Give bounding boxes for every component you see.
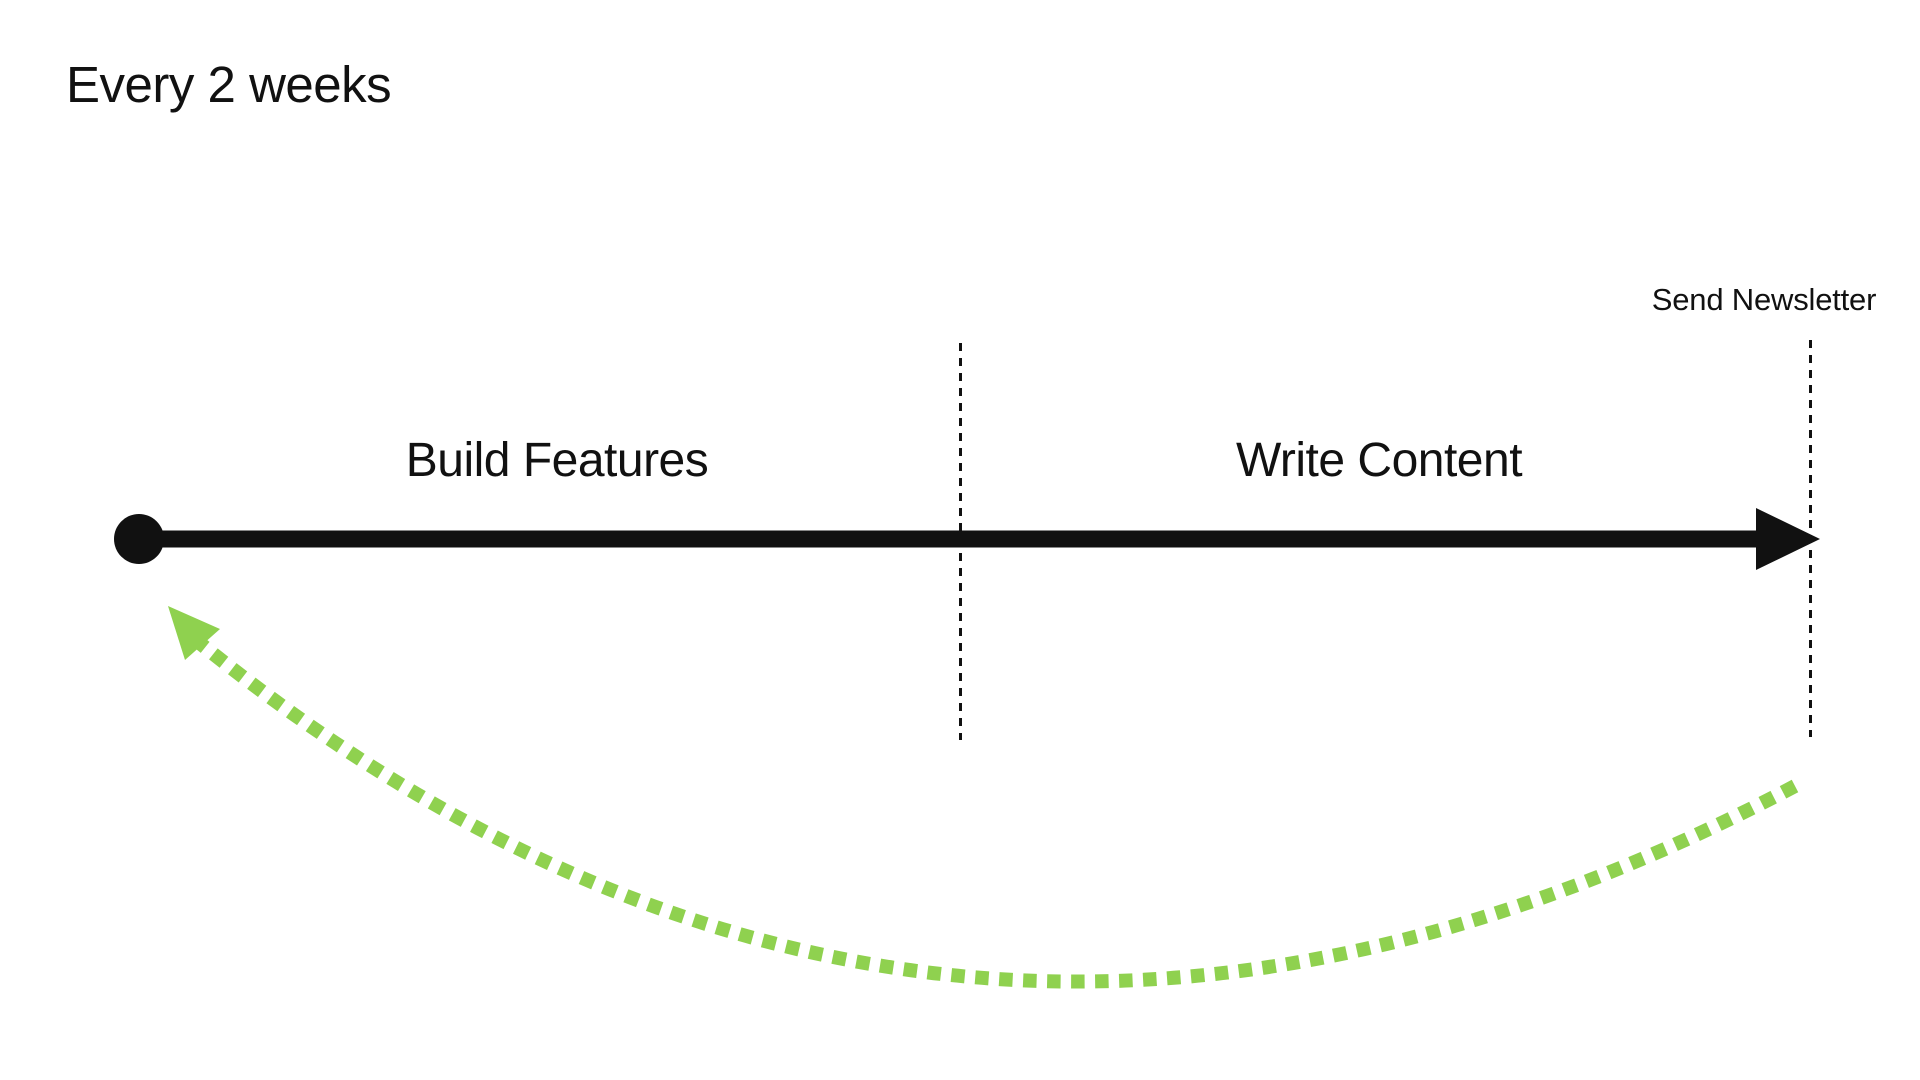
loop-arrowhead-icon [168, 606, 220, 660]
milestone-label-send-newsletter: Send Newsletter [1651, 282, 1877, 317]
phase-label-build-features: Build Features [405, 434, 709, 487]
loop-arrow-curve [191, 634, 1799, 989]
timeline-arrowhead-icon [1756, 508, 1820, 570]
phase-label-write-content: Write Content [1235, 434, 1523, 487]
page-title: Every 2 weeks [66, 56, 392, 113]
